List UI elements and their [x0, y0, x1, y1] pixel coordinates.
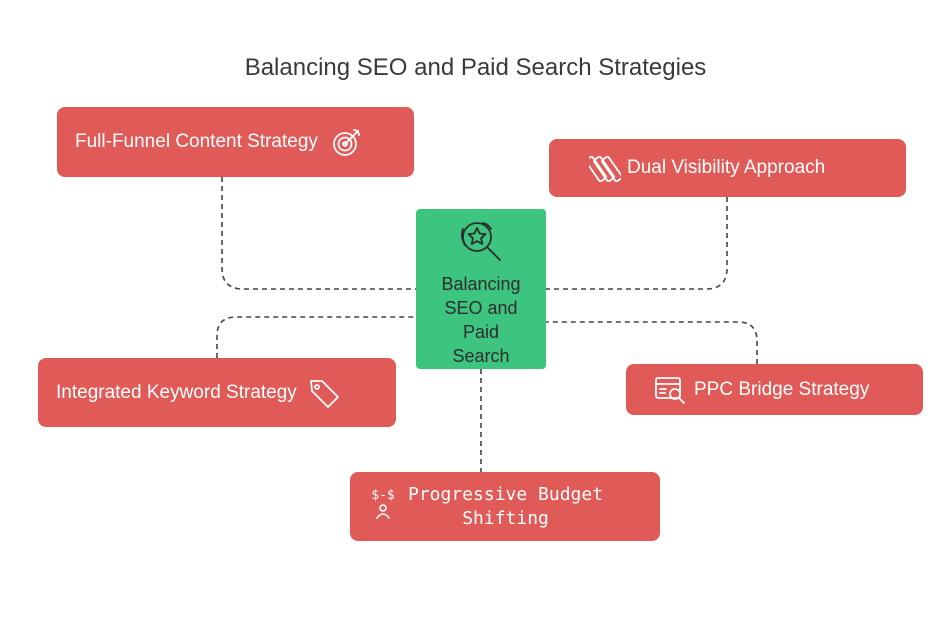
node-integrated-keyword-label: Integrated Keyword Strategy: [56, 381, 297, 403]
node-progressive-budget: $-$ Progressive Budget Shifting: [350, 472, 660, 541]
star-magnifier-icon: [460, 222, 501, 261]
node-full-funnel-label: Full-Funnel Content Strategy: [75, 131, 318, 152]
center-node: Balancing SEO and Paid Search: [416, 209, 546, 369]
node-ppc-bridge: PPC Bridge Strategy: [626, 364, 923, 415]
center-label-line2: SEO and: [444, 298, 518, 318]
node-dual-visibility-label: Dual Visibility Approach: [627, 157, 826, 178]
node-progressive-budget-line1: Progressive Budget: [408, 483, 604, 505]
center-label-line1: Balancing: [441, 274, 521, 294]
bars-stack-icon: [589, 155, 621, 183]
node-dual-visibility: Dual Visibility Approach: [549, 139, 906, 197]
target-arrow-icon: [333, 129, 360, 156]
center-label-line4: Search: [452, 346, 510, 366]
diagram-title: Balancing SEO and Paid Search Strategies: [244, 54, 707, 81]
node-progressive-budget-line2: Shifting: [462, 507, 549, 529]
person-icon: [376, 503, 390, 519]
tag-icon: [309, 379, 339, 408]
budget-person-icon: $-$: [366, 487, 400, 525]
node-ppc-bridge-label: PPC Bridge Strategy: [694, 378, 870, 400]
center-label-line3: Paid: [462, 322, 500, 342]
connector-ppc-bridge: [546, 321, 758, 364]
node-integrated-keyword: Integrated Keyword Strategy: [38, 358, 396, 427]
connector-full-funnel: [221, 177, 416, 290]
node-full-funnel: Full-Funnel Content Strategy: [57, 107, 414, 177]
budget-icon-text: $-$: [371, 487, 395, 503]
connector-integrated-keyword: [216, 316, 416, 358]
browser-search-icon: [655, 376, 685, 404]
connector-dual-visibility: [546, 197, 728, 290]
